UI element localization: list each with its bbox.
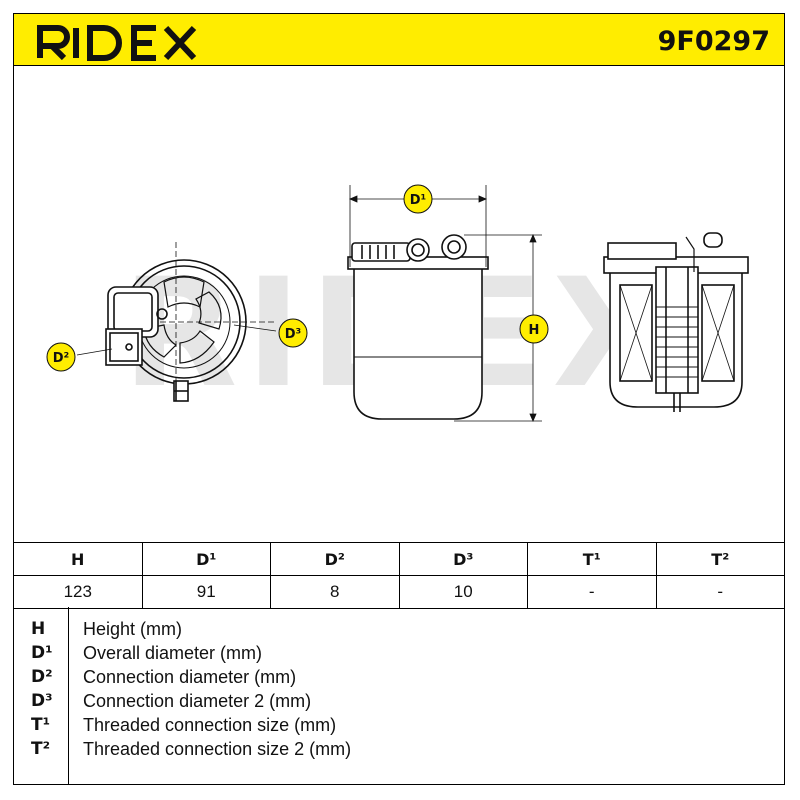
value-cell: 91 (141, 575, 271, 609)
part-number: 9F0297 (657, 26, 770, 57)
section-view (603, 232, 749, 412)
legend-symbol: D² (31, 667, 53, 687)
value-cell: 10 (398, 575, 528, 609)
legend-symbol: D¹ (31, 643, 53, 663)
legend-item: D³ Connection diameter 2 (mm) (13, 691, 785, 715)
legend-description: Height (mm) (83, 619, 183, 639)
legend-symbol: H (31, 619, 46, 639)
d1-badge-label: D¹ (410, 193, 427, 208)
header-bar: 9F0297 (13, 13, 785, 66)
d3-badge (278, 318, 308, 348)
legend-description: Connection diameter 2 (mm) (83, 691, 312, 711)
value-cell: 123 (13, 575, 143, 609)
d1-badge (403, 184, 433, 214)
legend-divider (68, 607, 69, 785)
d2-leader (76, 348, 113, 356)
value-cell: - (655, 575, 785, 609)
legend-description: Threaded connection size 2 (mm) (83, 739, 352, 759)
legend-item: T¹ Threaded connection size (mm) (13, 715, 785, 739)
header-cell: T¹ (527, 542, 657, 576)
d3-badge-label: D³ (285, 327, 302, 342)
header-cell: D² (270, 542, 400, 576)
legend-item: D² Connection diameter (mm) (13, 667, 785, 691)
legend-item: T² Threaded connection size 2 (mm) (13, 739, 785, 763)
top-view (105, 242, 274, 402)
header-cell: D¹ (141, 542, 271, 576)
legend-description: Overall diameter (mm) (83, 643, 263, 663)
d3-leader (233, 324, 277, 332)
legend-symbol: D³ (31, 691, 53, 711)
legend-item: D¹ Overall diameter (mm) (13, 643, 785, 667)
front-view (347, 234, 489, 420)
header-cell: H (13, 542, 143, 576)
legend-item: H Height (mm) (13, 619, 785, 643)
value-cell: - (527, 575, 657, 609)
dimensions-table: H D¹ D² D³ T¹ T² 123 91 8 10 - - (13, 542, 785, 609)
header-cell: T² (655, 542, 785, 576)
table-row: 123 91 8 10 - - (13, 575, 785, 609)
legend: H Height (mm) D¹ Overall diameter (mm) D… (13, 607, 785, 785)
value-cell: 8 (270, 575, 400, 609)
legend-description: Threaded connection size (mm) (83, 715, 337, 735)
header-cell: D³ (398, 542, 528, 576)
legend-description: Connection diameter (mm) (83, 667, 297, 687)
legend-symbol: T¹ (31, 715, 51, 735)
legend-symbol: T² (31, 739, 51, 759)
h-badge (519, 314, 549, 344)
h-badge-label: H (529, 323, 540, 338)
d2-badge (46, 342, 76, 372)
technical-drawing: RIDEX D³ (46, 184, 749, 423)
ridex-logo (37, 25, 197, 61)
table-header-row: H D¹ D² D³ T¹ T² (13, 542, 785, 576)
d2-badge-label: D² (53, 351, 70, 366)
